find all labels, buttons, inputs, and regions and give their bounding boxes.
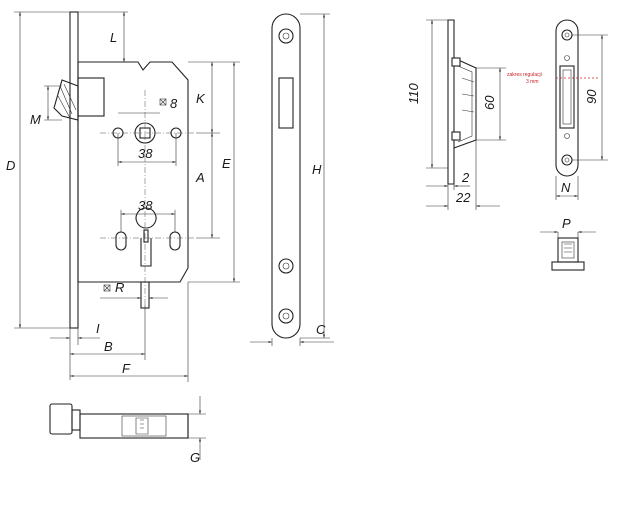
label-spacing-top: 38 [138, 146, 153, 161]
faceplate [271, 13, 301, 339]
strike-plate [555, 19, 579, 177]
label-2: 2 [461, 170, 470, 185]
slot-right [169, 231, 181, 251]
lock-body-front-view [53, 11, 196, 329]
label-R: R [115, 280, 124, 295]
label-L: L [110, 30, 117, 45]
label-60: 60 [482, 95, 497, 110]
label-H: H [312, 162, 322, 177]
label-N: N [561, 180, 571, 195]
label-cam-size: 8 [170, 96, 178, 111]
label-I: I [96, 321, 100, 336]
label-M: M [30, 112, 41, 127]
faceplate-view: H C [250, 13, 334, 346]
strike-front-view: zakres regulacji 3 mm 90 N [507, 19, 608, 200]
label-22: 22 [455, 190, 471, 205]
slot-left [115, 231, 127, 251]
adjustment-note-1: zakres regulacji [507, 72, 542, 78]
strike-opening [559, 65, 575, 129]
label-P: P [562, 216, 571, 231]
adjustment-note-2: 3 mm [526, 79, 539, 85]
lock-front-dimensions: L M K A E D 8 38 [6, 11, 240, 382]
label-C: C [316, 322, 326, 337]
label-90: 90 [584, 89, 599, 104]
label-B: B [104, 339, 113, 354]
forend-edge [69, 11, 79, 329]
label-F: F [122, 361, 131, 376]
label-spacing-cyl: 38 [138, 198, 153, 213]
strike-side-view: 110 60 2 22 [406, 19, 506, 210]
latch-housing [77, 77, 105, 117]
lock-case [77, 61, 189, 283]
label-D: D [6, 158, 15, 173]
cylinder-cutout [135, 207, 157, 267]
label-G: G [190, 450, 200, 465]
label-A: A [195, 170, 205, 185]
label-K: K [196, 91, 206, 106]
lock-bottom-view: G [49, 396, 206, 465]
label-E: E [222, 156, 231, 171]
latch-opening [278, 77, 294, 129]
strike-detail-view: P [540, 216, 596, 271]
label-110: 110 [406, 83, 421, 104]
